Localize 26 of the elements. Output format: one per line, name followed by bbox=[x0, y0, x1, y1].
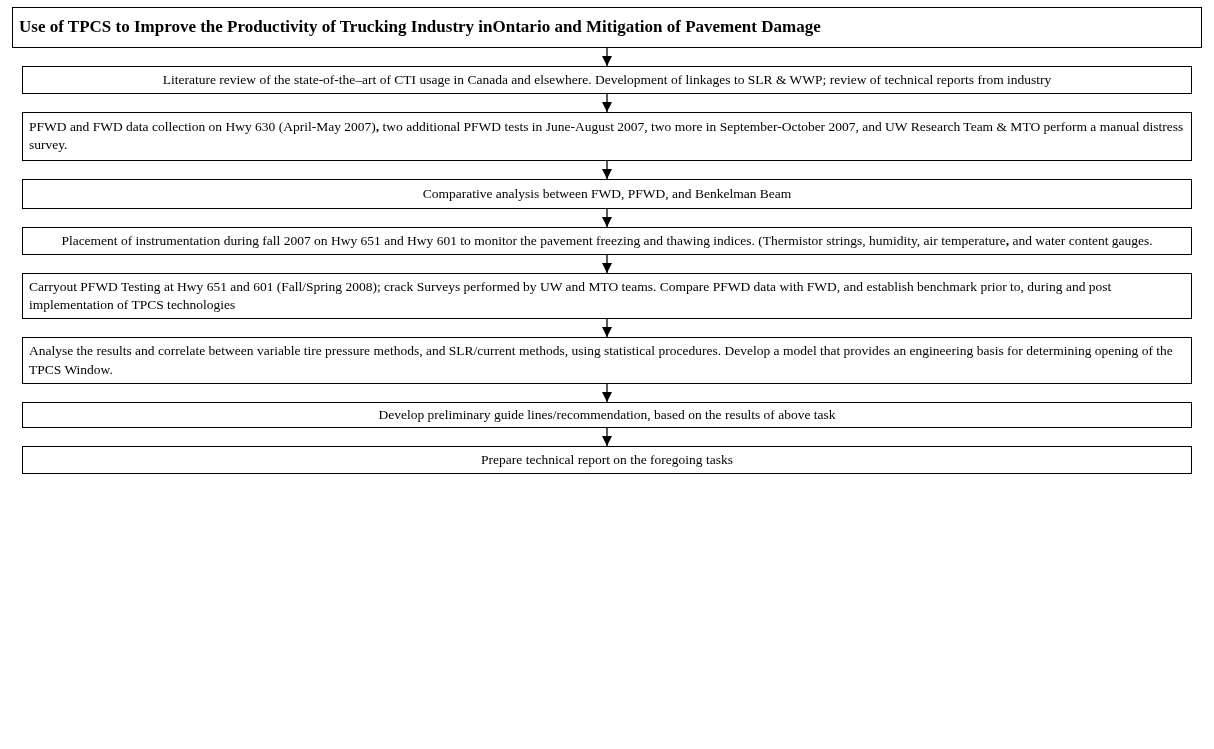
process-box bbox=[22, 178, 1192, 209]
arrow bbox=[602, 254, 612, 274]
arrow bbox=[602, 427, 612, 447]
step-text: Prepare technical report on the foregoing tasks bbox=[481, 452, 733, 468]
arrow bbox=[602, 159, 612, 180]
process-box bbox=[22, 446, 1192, 475]
arrow bbox=[602, 318, 612, 339]
process-box bbox=[22, 65, 1192, 95]
step-text: Analyse the results and correlate between variable tire pressure methods, and SLR/current methods, using statistical procedures. Develop a model that provides an engineering basis for determining opening of the TPCS Window. bbox=[29, 343, 1173, 377]
step-text: Develop preliminary guide lines/recommendation, based on the results of above task bbox=[378, 406, 836, 422]
title-text: Use of TPCS to Improve the Productivity of Trucking Industry inOntario and Mitigation of Pavement Damage bbox=[19, 17, 821, 36]
step-text: Literature review of the state-of-the–art of CTI usage in Canada and elsewhere. Development of linkages to SLR & WWP; review of technical reports from industry bbox=[162, 71, 1052, 87]
step-text: PFWD and FWD data collection on Hwy 630 (April-May 2007), two additional PFWD tests in June-August 2007, two more in September-October 2007, and UW Research Team & MTO perform a manual distress survey. bbox=[29, 119, 1184, 153]
arrow bbox=[602, 47, 612, 67]
arrow bbox=[602, 383, 612, 403]
process-box bbox=[22, 226, 1192, 256]
title-box bbox=[12, 7, 1202, 48]
process-box bbox=[22, 273, 1192, 320]
process-box bbox=[22, 401, 1192, 429]
process-box bbox=[22, 337, 1192, 384]
arrow bbox=[602, 208, 612, 228]
step-text: Placement of instrumentation during fall 2007 on Hwy 651 and Hwy 601 to monitor the pavement freezing and thawing indices. (Thermistor strings, humidity, air temperature, and water content gauges. bbox=[61, 232, 1153, 248]
step-text: Comparative analysis between FWD, PFWD, and Benkelman Beam bbox=[422, 185, 792, 201]
arrow bbox=[602, 93, 612, 113]
step-text: Carryout PFWD Testing at Hwy 651 and 601 (Fall/Spring 2008); crack Surveys performed by UW and MTO teams. Compare PFWD data with FWD, and establish benchmark prior to, during and post implementation of TPCS technologies bbox=[29, 279, 1112, 313]
process-box bbox=[22, 112, 1192, 161]
